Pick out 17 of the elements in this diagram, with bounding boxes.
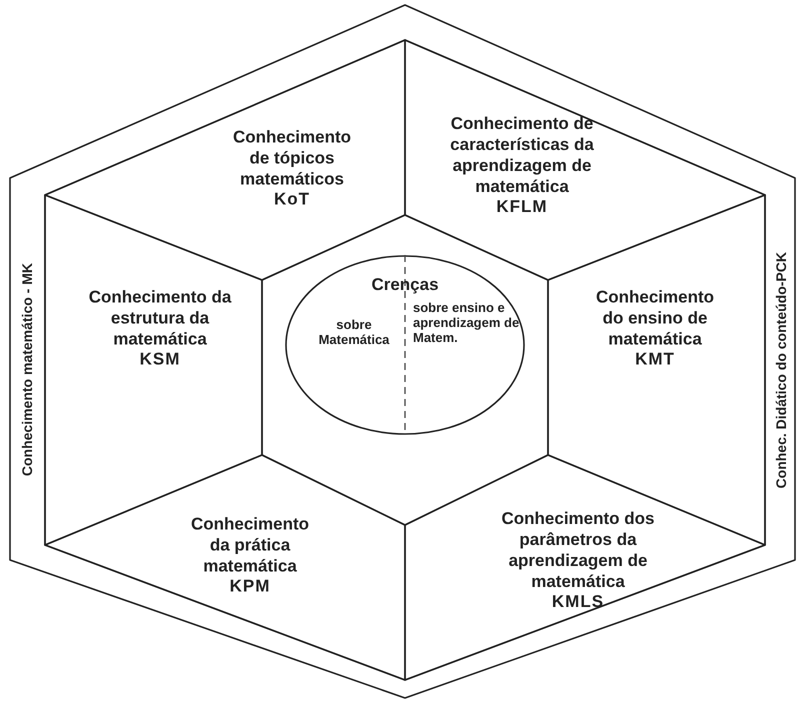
- beliefs-title: Crenças: [371, 277, 439, 292]
- sector-title: Conhecimento da estrutura da matemática: [88, 286, 232, 350]
- sector-title: Conhecimento de tópicos matemáticos: [232, 126, 352, 190]
- abbreviation-label: KSM: [140, 350, 180, 370]
- abbreviation-label: KMLS: [552, 592, 604, 612]
- sector-title: Conhecimento do ensino de matemática: [594, 286, 716, 350]
- sector-title: Conhecimento de características da aprendizagem de matemática: [449, 113, 595, 197]
- sector-title: Conhecimento dos parâmetros da aprendizagem de matemática: [500, 508, 656, 592]
- sector-title: Conhecimento da prática matemática: [190, 514, 310, 576]
- side-label: Conhec. Didático do conteúdo-PCK: [773, 252, 789, 488]
- abbreviation-label: KPM: [230, 576, 270, 596]
- belief-text: sobre ensino e aprendizagem de Matem.: [413, 300, 520, 345]
- side-label: Conhecimento matemático - MK: [19, 263, 35, 477]
- abbreviation-label: KMT: [635, 350, 675, 370]
- abbreviation-label: KoT: [274, 190, 310, 210]
- belief-text: sobre Matemática: [318, 317, 390, 347]
- abbreviation-label: KFLM: [496, 197, 548, 217]
